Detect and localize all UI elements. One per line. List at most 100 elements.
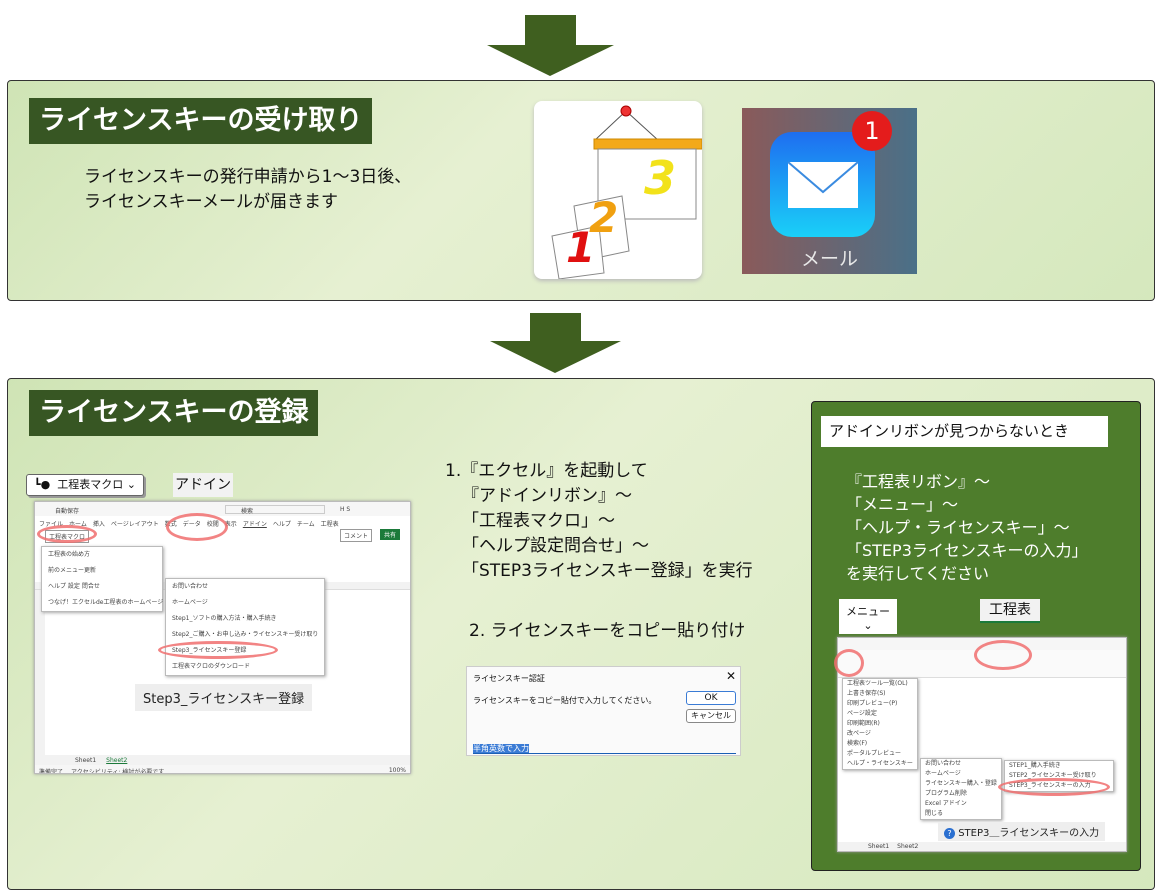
menu-item[interactable]: ページ設定 xyxy=(847,710,877,717)
menu-item[interactable]: 印刷プレビュー(P) xyxy=(847,700,898,707)
menu-item[interactable]: ライセンスキー購入・登録 xyxy=(925,780,997,787)
chevron-down-icon: ⌄ xyxy=(863,619,873,632)
share-button[interactable]: 共有 xyxy=(380,529,401,540)
instruction-line: 「STEP3ライセンスキーの入力」 xyxy=(846,541,1088,560)
menu-item[interactable]: 改ページ xyxy=(847,730,871,737)
comment-button[interactable]: コメント xyxy=(340,529,373,542)
menu-item[interactable]: ホームページ xyxy=(172,599,208,606)
register-license-panel: ライセンスキーの登録 ┗● 工程表マクロ ⌄ アドイン 自動保存 検索 H S ファ… xyxy=(7,378,1155,890)
title-bar: 自動保存 検索 H S xyxy=(35,502,410,516)
menu-button-label: メニュー xyxy=(846,605,890,618)
menu-item[interactable]: 工程表の始め方 xyxy=(48,551,91,558)
macro-button-label: 工程表マクロ xyxy=(57,478,124,491)
menu-item[interactable]: 閉じる xyxy=(925,810,944,817)
step-1-line: 「STEP3ライセンスキー登録」を実行 xyxy=(462,561,753,581)
license-key-input[interactable]: 半角英数で入力 xyxy=(473,743,736,754)
menu-item[interactable]: 工程表ツール一覧(OL) xyxy=(847,680,908,687)
user-label: H S xyxy=(340,506,351,513)
instruction-line: を実行してください xyxy=(846,564,990,583)
kouteihyo-tab[interactable]: 工程表 xyxy=(980,599,1040,623)
sheet-tab[interactable]: Sheet2 xyxy=(897,843,919,850)
mail-app-image: 1 メール xyxy=(742,108,917,274)
dialog-title: ライセンスキー認証 xyxy=(473,674,545,683)
tab[interactable]: 挿入 xyxy=(92,521,105,528)
description-line: ライセンスキーの発行申請から1～3日後、 xyxy=(84,167,412,187)
menu-item[interactable]: ホームページ xyxy=(925,770,961,777)
instruction-line: 「ヘルプ・ライセンスキー」～ xyxy=(846,518,1070,537)
calendar-image: 3 2 1 xyxy=(534,101,703,280)
tab[interactable]: ホーム xyxy=(69,521,87,528)
tab[interactable]: ページレイアウト xyxy=(110,521,159,528)
step-1-line: 「工程表マクロ」～ xyxy=(462,511,615,531)
menu-item[interactable]: ポータルプレビュー xyxy=(847,750,902,757)
menu-item[interactable]: 上書き保存(S) xyxy=(847,690,886,697)
sheet-tab[interactable]: Sheet1 xyxy=(75,757,97,764)
menu-item[interactable]: プログラム削除 xyxy=(925,790,967,797)
menu-item[interactable]: Step2_ご購入・お申し込み・ライセンスキー受け取り xyxy=(172,631,319,638)
dialog-message: ライセンスキーをコピー貼付で入力してください。 xyxy=(473,696,657,705)
menu-item[interactable]: 検索(F) xyxy=(847,740,868,747)
highlight-ring xyxy=(158,641,278,659)
menu-item[interactable]: 前のメニュー更新 xyxy=(48,567,97,574)
tab[interactable]: チーム xyxy=(296,521,315,528)
callout-text: STEP3＿ライセンスキーの入力 xyxy=(958,828,1100,839)
tab[interactable]: 表示 xyxy=(224,521,237,528)
menu-item[interactable]: お問い合わせ xyxy=(172,583,209,590)
sheet-tabs: Sheet1 Sheet2 xyxy=(35,755,410,765)
macro-button[interactable]: ┗● 工程表マクロ ⌄ xyxy=(26,474,144,496)
calendar-icon xyxy=(551,105,703,280)
cancel-button[interactable]: キャンセル xyxy=(686,709,736,723)
down-arrow-icon xyxy=(490,313,621,373)
license-key-input-value: 半角英数で入力 xyxy=(473,744,529,753)
help-icon: ? xyxy=(944,828,955,839)
sidebar-menu: 工程表ツール一覧(OL) 上書き保存(S) 印刷プレビュー(P) ページ設定印刷範囲(… xyxy=(842,678,918,770)
search-box[interactable]: 検索 xyxy=(225,505,325,515)
sheet-tabs: Sheet1 Sheet2 xyxy=(838,842,1126,851)
sheet-tab[interactable]: Sheet1 xyxy=(868,843,890,850)
accessibility-text: アクセシビリティ: 検討が必要です xyxy=(71,769,165,774)
menu-item[interactable]: お問い合わせ xyxy=(925,760,962,767)
sheet-tab[interactable]: Sheet2 xyxy=(106,757,128,764)
tab-addin[interactable]: アドイン xyxy=(242,521,267,528)
row-headers xyxy=(35,590,45,755)
tab[interactable]: ヘルプ xyxy=(272,521,291,528)
sidebar-title: アドインリボンが見つからないとき xyxy=(821,416,1108,447)
receive-license-panel: ライセンスキーの受け取り ライセンスキーの発行申請から1～3日後、 ライセンスキ… xyxy=(7,80,1155,301)
description-line: ライセンスキーメールが届きます xyxy=(84,192,338,212)
calendar-digit: 3 xyxy=(644,151,677,205)
menu-item[interactable]: STEP1_購入手続き xyxy=(1009,762,1061,769)
macro-menu: 工程表の始め方前のメニュー更新ヘルプ 設定 問合せつなげ！エクセルde工程表のホ… xyxy=(41,546,163,612)
autosave-label: 自動保存 xyxy=(55,508,80,515)
menu-item[interactable]: つなげ！エクセルde工程表のホームページ xyxy=(48,599,164,606)
menu-item[interactable]: Step1_ソフトの購入方法・購入手続き xyxy=(172,615,277,622)
section-title: ライセンスキーの受け取り xyxy=(29,98,373,144)
tab[interactable]: ファイル xyxy=(39,521,64,528)
help-submenu: お問い合わせホームページライセンスキー購入・登録プログラム削除 Excel アドイ… xyxy=(920,758,1002,820)
highlight-ring xyxy=(37,525,97,543)
menu-item[interactable]: STEP2_ライセンスキー受け取り xyxy=(1009,772,1097,779)
step-2-text: 2. ライセンスキーをコピー貼り付け xyxy=(469,621,746,641)
license-dialog: ライセンスキー認証 ✕ ライセンスキーをコピー貼付で入力してください。 OK キ… xyxy=(466,666,741,756)
highlight-ring xyxy=(974,640,1032,670)
menu-button[interactable]: メニュー⌄ xyxy=(839,599,897,634)
ok-button[interactable]: OK xyxy=(686,691,736,705)
tab[interactable]: 工程表 xyxy=(320,521,339,528)
down-arrow-icon xyxy=(487,15,614,76)
menu-item-help[interactable]: ヘルプ・ライセンスキー xyxy=(847,760,913,767)
menu-item-help[interactable]: ヘルプ 設定 問合せ xyxy=(48,583,100,590)
macro-icon: ┗● xyxy=(34,478,51,491)
menu-item[interactable]: 印刷範囲(R) xyxy=(847,720,880,727)
addin-tab[interactable]: アドイン xyxy=(173,473,233,497)
menu-item[interactable]: 工程表マクロのダウンロード xyxy=(172,663,251,670)
close-icon[interactable]: ✕ xyxy=(726,669,737,683)
addin-missing-panel: アドインリボンが見つからないとき 『工程表リボン』～ 「メニュー」～ 「ヘルプ・… xyxy=(811,401,1141,871)
step-1-line: 「ヘルプ設定問合せ」～ xyxy=(462,536,649,556)
help-submenu: お問い合わせホームページ Step1_ソフトの購入方法・購入手続き Step2_ご購… xyxy=(165,578,325,676)
highlight-ring xyxy=(834,649,864,677)
step-1-line: 『アドインリボン』～ xyxy=(462,486,632,506)
menu-item[interactable]: Excel アドイン xyxy=(925,800,967,807)
section-title: ライセンスキーの登録 xyxy=(29,390,319,436)
highlight-ring xyxy=(998,778,1110,796)
